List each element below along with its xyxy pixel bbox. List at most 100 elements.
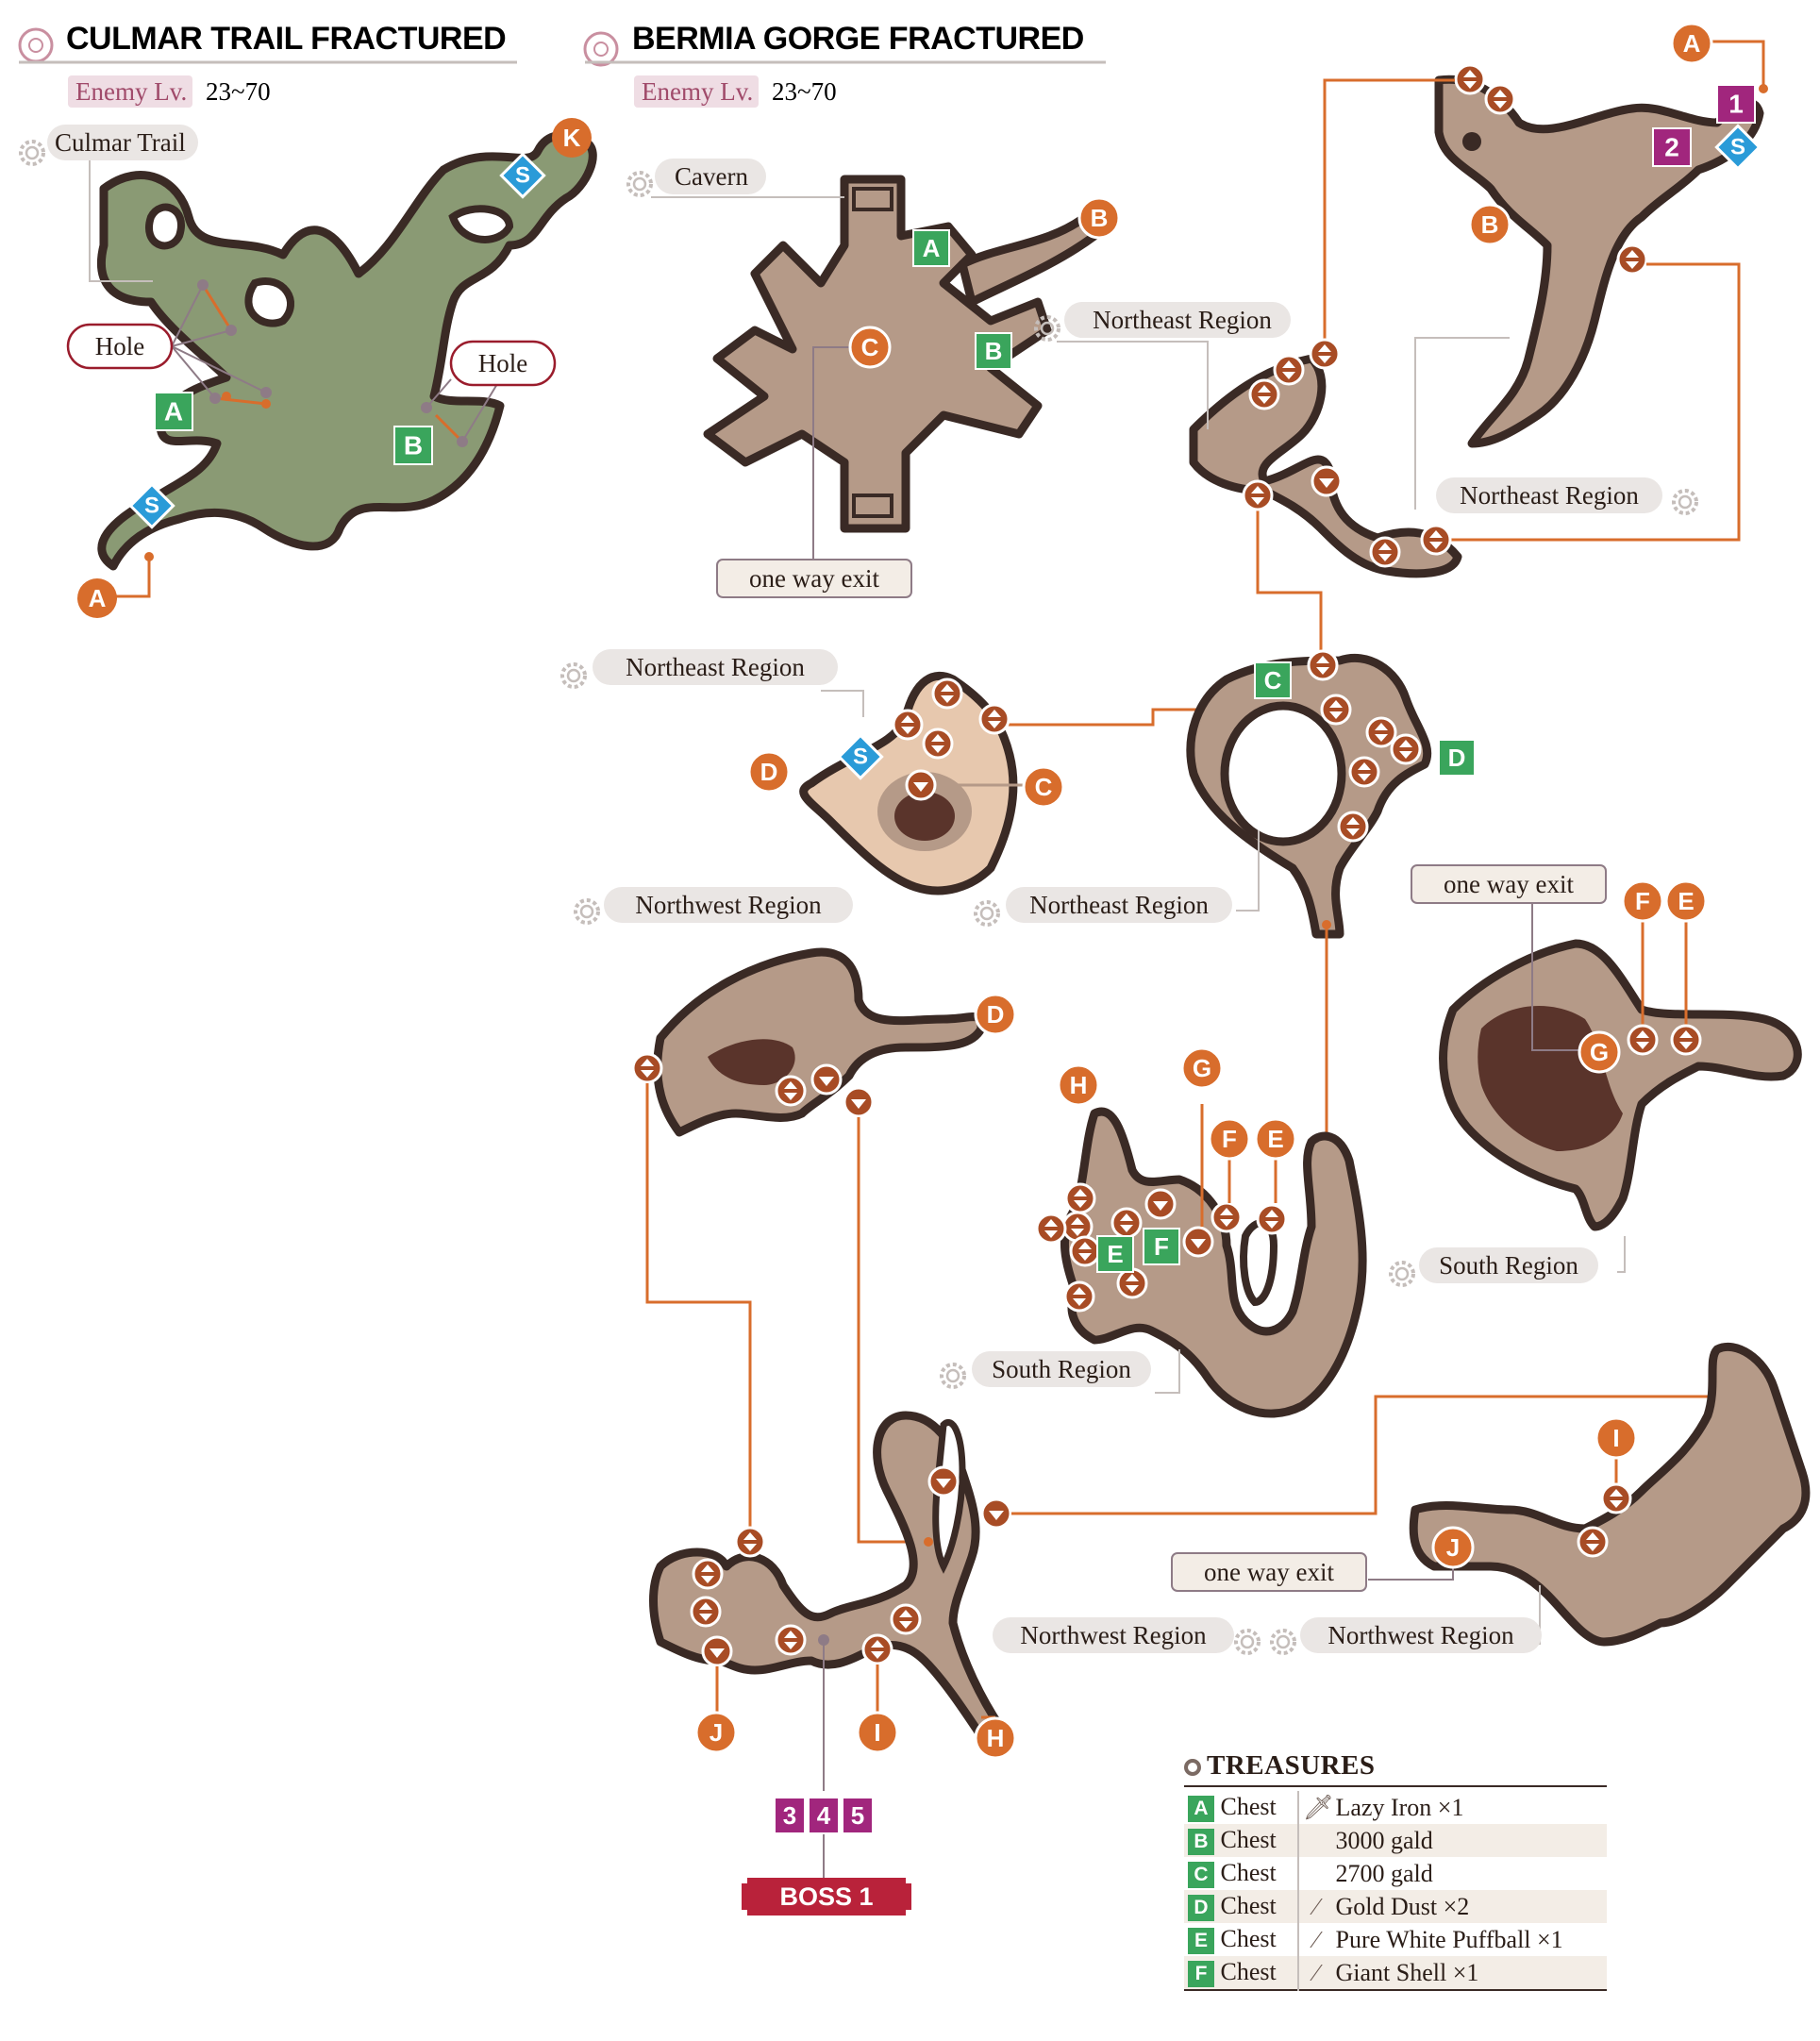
transition-icon[interactable] xyxy=(1116,1267,1148,1299)
boss-banner[interactable]: BOSS 1 xyxy=(742,1878,911,1916)
transition-icon[interactable] xyxy=(1110,1207,1143,1239)
culmar-save-point-bottom[interactable]: S xyxy=(128,482,175,529)
transition-icon[interactable] xyxy=(1035,1213,1067,1245)
culmar-enemy-label: Enemy Lv. xyxy=(75,77,187,106)
transition-icon[interactable] xyxy=(1670,1024,1702,1056)
transition-icon[interactable] xyxy=(775,1624,807,1656)
culmar-holes xyxy=(197,279,468,447)
transition-icon[interactable] xyxy=(1311,465,1343,497)
ne-numbered-2[interactable]: 2 xyxy=(1652,127,1692,167)
cavern-chest-b[interactable]: B xyxy=(975,332,1012,370)
transition-icon[interactable] xyxy=(1577,1526,1609,1558)
svg-text:G: G xyxy=(1590,1038,1609,1066)
transition-icon[interactable] xyxy=(922,728,954,760)
transition-icon[interactable] xyxy=(775,1075,807,1107)
transition-icon[interactable] xyxy=(690,1596,722,1628)
cavern-exit-c[interactable]: C xyxy=(848,326,892,369)
culmar-chest-b[interactable]: B xyxy=(393,426,433,465)
south-chest-e[interactable]: E xyxy=(1096,1235,1134,1273)
transition-icon[interactable] xyxy=(892,709,924,741)
transition-icon[interactable] xyxy=(1309,338,1341,370)
south-chest-f[interactable]: F xyxy=(1143,1228,1180,1265)
svg-text:S: S xyxy=(853,744,868,770)
transition-icon[interactable] xyxy=(734,1526,766,1558)
nw-right-exit-j[interactable]: J xyxy=(1431,1526,1475,1569)
south-left-exit-h[interactable]: H xyxy=(1057,1063,1100,1107)
culmar-save-point-top[interactable]: S xyxy=(499,152,546,199)
south-right-one-way-exit[interactable]: one way exit xyxy=(1411,864,1607,1051)
cavern-chest-a[interactable]: A xyxy=(912,229,950,267)
transition-icon[interactable] xyxy=(1144,1188,1177,1220)
transition-icon[interactable] xyxy=(1420,524,1452,556)
svg-text:C: C xyxy=(861,333,879,361)
ne-small-save-point[interactable]: S xyxy=(837,733,884,780)
nw-right-one-way-exit[interactable]: one way exit xyxy=(1171,1547,1454,1592)
south-label-left: South Region xyxy=(940,1349,1180,1394)
svg-text:E: E xyxy=(1107,1240,1123,1268)
transition-icon[interactable] xyxy=(692,1558,724,1590)
transition-icon[interactable] xyxy=(1348,756,1380,788)
culmar-exit-a[interactable]: A xyxy=(77,552,154,618)
transition-icon[interactable] xyxy=(1616,243,1648,276)
transition-icon[interactable] xyxy=(1454,63,1486,95)
culmar-chest-a[interactable]: A xyxy=(154,392,193,431)
cavern-exit-b[interactable]: B xyxy=(1077,196,1121,240)
ne-save-point[interactable]: S xyxy=(1714,124,1762,171)
nw-lower-exit-i[interactable]: I xyxy=(856,1711,899,1754)
transition-icon[interactable] xyxy=(843,1086,875,1118)
transition-icon[interactable] xyxy=(1337,811,1369,843)
transition-icon[interactable] xyxy=(980,1497,1012,1530)
transition-icon[interactable] xyxy=(905,769,937,801)
transition-icon[interactable] xyxy=(1182,1226,1214,1258)
nw-right-exit-i[interactable]: I xyxy=(1595,1416,1638,1460)
northeast-region-top-right xyxy=(1434,75,1764,448)
ne-small-exit-c[interactable]: C xyxy=(1022,765,1065,809)
transition-icon[interactable] xyxy=(1273,354,1305,386)
south-left-exit-e[interactable]: E xyxy=(1254,1117,1297,1161)
ring-chest-d[interactable]: D xyxy=(1438,739,1476,777)
transition-icon[interactable] xyxy=(927,1465,960,1497)
transition-icon[interactable] xyxy=(1242,479,1274,511)
transition-icon[interactable] xyxy=(1256,1203,1288,1235)
nw-lower-exit-j[interactable]: J xyxy=(694,1711,738,1754)
ring-chest-c[interactable]: C xyxy=(1254,661,1292,699)
ne-numbered-1[interactable]: 1 xyxy=(1716,84,1756,124)
transition-icon[interactable] xyxy=(701,1635,733,1667)
transition-icon[interactable] xyxy=(1600,1482,1632,1514)
transition-icon[interactable] xyxy=(931,678,963,710)
northwest-label-upper: Northwest Region xyxy=(574,887,853,925)
bermia-title: BERMIA GORGE FRACTURED xyxy=(632,21,1084,57)
transition-icon[interactable] xyxy=(890,1603,922,1635)
transition-icon[interactable] xyxy=(1627,1024,1659,1056)
south-right-exit-g[interactable]: G xyxy=(1578,1030,1621,1074)
transition-icon[interactable] xyxy=(1211,1201,1243,1233)
transition-icon[interactable] xyxy=(1064,1182,1096,1214)
south-right-leaders xyxy=(1641,920,1688,1038)
treasure-row: C Chest 2700 gald xyxy=(1184,1857,1607,1890)
transition-icon[interactable] xyxy=(978,703,1010,735)
culmar-exit-k[interactable]: K xyxy=(552,118,592,158)
transition-icon[interactable] xyxy=(1365,716,1397,748)
ne-exit-b[interactable]: B xyxy=(1468,203,1511,246)
transition-icon[interactable] xyxy=(1369,536,1401,568)
transition-icon[interactable] xyxy=(1484,83,1516,115)
ne-exit-a[interactable]: A xyxy=(1670,22,1768,93)
transition-icon[interactable] xyxy=(1069,1235,1101,1267)
transition-icon[interactable] xyxy=(1307,649,1339,681)
south-left-exit-f[interactable]: F xyxy=(1208,1117,1251,1161)
ne-small-exit-d[interactable]: D xyxy=(747,750,791,794)
svg-text:Culmar Trail: Culmar Trail xyxy=(55,128,186,157)
nw-upper-exit-d[interactable]: D xyxy=(974,993,1017,1036)
transition-icon[interactable] xyxy=(1320,694,1352,726)
south-right-exit-f[interactable]: F xyxy=(1621,879,1664,923)
transition-icon[interactable] xyxy=(1248,378,1280,410)
transition-icon[interactable] xyxy=(810,1063,843,1096)
transition-icon[interactable] xyxy=(861,1633,893,1665)
transition-icon[interactable] xyxy=(1063,1280,1095,1313)
transition-icon[interactable] xyxy=(631,1052,663,1084)
transition-icon[interactable] xyxy=(1390,733,1422,765)
south-right-exit-e[interactable]: E xyxy=(1664,879,1708,923)
south-left-exit-g[interactable]: G xyxy=(1180,1046,1224,1090)
nw-lower-exit-h[interactable]: H xyxy=(974,1716,1017,1760)
cavern-one-way-exit[interactable]: one way exit xyxy=(716,346,912,598)
